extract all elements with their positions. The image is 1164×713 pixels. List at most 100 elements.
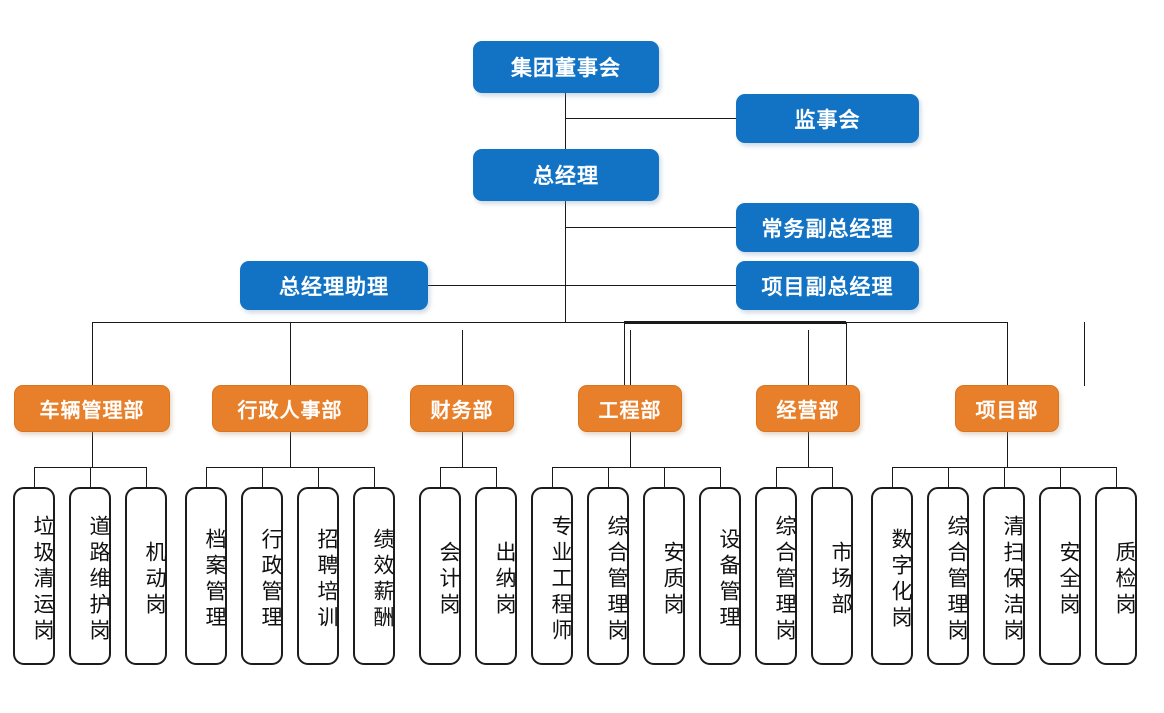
position-node-1-1[interactable]: 行政管理 (241, 487, 283, 665)
connector-board-to-gm (565, 93, 566, 150)
department-node-label: 财务部 (430, 400, 494, 422)
dept-drop-4 (1084, 322, 1085, 386)
position-drop-1-3 (374, 467, 375, 487)
position-bus-2 (440, 467, 496, 468)
connector-board-to-supervisory (565, 118, 737, 119)
position-drop-5-0 (892, 467, 893, 487)
position-drop-0-1 (90, 467, 91, 487)
dept-stem-engineering (630, 330, 631, 386)
department-node-label: 项目部 (975, 400, 1039, 422)
department-node-label: 行政人事部 (237, 400, 343, 422)
dept-drop-3 (846, 322, 847, 386)
position-drop-5-3 (1060, 467, 1061, 487)
position-drop-5-2 (1004, 467, 1005, 487)
dept-drop-2 (624, 322, 625, 386)
position-node-label: 机动岗 (143, 541, 166, 619)
position-node-5-3[interactable]: 安全岗 (1039, 487, 1081, 665)
position-node-label: 数字化岗 (889, 528, 912, 632)
dept-to-bus-1 (290, 432, 291, 468)
department-node-1[interactable]: 行政人事部 (212, 385, 368, 432)
position-node-3-0[interactable]: 专业工程师 (531, 487, 573, 665)
position-node-label: 安质岗 (661, 541, 684, 619)
main-distribution-bus (92, 322, 1008, 323)
position-node-5-2[interactable]: 清扫保洁岗 (983, 487, 1025, 665)
position-bus-3 (552, 467, 720, 468)
node-general-manager[interactable]: 总经理 (473, 149, 659, 201)
node-supervisory-board-label: 监事会 (794, 108, 861, 132)
position-node-2-1[interactable]: 出纳岗 (475, 487, 517, 665)
position-node-3-1[interactable]: 综合管理岗 (587, 487, 629, 665)
position-node-1-2[interactable]: 招聘培训 (297, 487, 339, 665)
position-node-label: 绩效薪酬 (371, 528, 394, 632)
position-node-4-1[interactable]: 市场部 (811, 487, 853, 665)
position-node-5-1[interactable]: 综合管理岗 (927, 487, 969, 665)
position-node-0-0[interactable]: 垃圾清运岗 (13, 487, 55, 665)
department-node-3[interactable]: 工程部 (578, 385, 682, 432)
connector-gm-assistant (428, 285, 566, 286)
position-drop-5-1 (948, 467, 949, 487)
position-drop-0-0 (34, 467, 35, 487)
position-node-label: 专业工程师 (549, 515, 572, 645)
position-node-4-0[interactable]: 综合管理岗 (755, 487, 797, 665)
connector-gm-to-project-vice (565, 285, 737, 286)
dept-to-bus-5 (1007, 432, 1008, 468)
position-bus-4 (776, 467, 832, 468)
node-board-label: 集团董事会 (511, 57, 621, 80)
position-bus-1 (206, 467, 374, 468)
position-drop-3-1 (608, 467, 609, 487)
position-node-2-0[interactable]: 会计岗 (419, 487, 461, 665)
node-exec-vice-general-manager[interactable]: 常务副总经理 (736, 203, 919, 252)
position-drop-3-2 (664, 467, 665, 487)
department-node-label: 经营部 (776, 400, 840, 422)
position-drop-4-1 (832, 467, 833, 487)
position-node-label: 招聘培训 (315, 528, 338, 632)
dept-to-bus-4 (808, 432, 809, 468)
position-node-5-4[interactable]: 质检岗 (1095, 487, 1137, 665)
position-drop-1-1 (262, 467, 263, 487)
position-node-label: 市场部 (829, 541, 852, 619)
department-node-2[interactable]: 财务部 (410, 385, 514, 432)
position-node-label: 垃圾清运岗 (31, 515, 54, 645)
position-node-1-0[interactable]: 档案管理 (185, 487, 227, 665)
dept-stem-project (1007, 330, 1008, 386)
department-node-4[interactable]: 经营部 (756, 385, 860, 432)
position-node-3-2[interactable]: 安质岗 (643, 487, 685, 665)
position-node-label: 综合管理岗 (605, 515, 628, 645)
position-drop-0-2 (146, 467, 147, 487)
dept-stem-business (808, 330, 809, 386)
department-node-0[interactable]: 车辆管理部 (14, 385, 170, 432)
node-board[interactable]: 集团董事会 (473, 41, 659, 93)
main-distribution-bus-emphasis (624, 321, 846, 324)
position-node-label: 综合管理岗 (945, 515, 968, 645)
position-node-5-0[interactable]: 数字化岗 (871, 487, 913, 665)
position-drop-2-1 (496, 467, 497, 487)
position-node-label: 清扫保洁岗 (1001, 515, 1024, 645)
position-node-label: 出纳岗 (493, 541, 516, 619)
position-node-0-1[interactable]: 道路维护岗 (69, 487, 111, 665)
node-project-vice-general-manager[interactable]: 项目副总经理 (736, 261, 919, 310)
position-node-3-3[interactable]: 设备管理 (699, 487, 741, 665)
node-general-manager-assistant-label: 总经理助理 (279, 275, 389, 299)
position-drop-3-0 (552, 467, 553, 487)
position-node-label: 质检岗 (1113, 541, 1136, 619)
node-general-manager-assistant[interactable]: 总经理助理 (240, 261, 428, 310)
position-node-1-3[interactable]: 绩效薪酬 (353, 487, 395, 665)
dept-stem-vehicle (92, 355, 93, 386)
position-drop-5-4 (1116, 467, 1117, 487)
dept-stem-admin (290, 355, 291, 386)
position-node-label: 会计岗 (437, 541, 460, 619)
position-node-label: 综合管理岗 (773, 515, 796, 645)
dept-drop-1 (290, 322, 291, 386)
position-drop-4-0 (776, 467, 777, 487)
position-node-label: 档案管理 (203, 528, 226, 632)
position-node-0-2[interactable]: 机动岗 (125, 487, 167, 665)
dept-to-bus-2 (462, 432, 463, 468)
node-general-manager-label: 总经理 (533, 165, 599, 188)
position-node-label: 设备管理 (717, 528, 740, 632)
department-node-label: 工程部 (598, 400, 662, 422)
department-node-5[interactable]: 项目部 (955, 385, 1059, 432)
position-drop-2-0 (440, 467, 441, 487)
node-supervisory-board[interactable]: 监事会 (736, 94, 919, 143)
position-node-label: 行政管理 (259, 528, 282, 632)
